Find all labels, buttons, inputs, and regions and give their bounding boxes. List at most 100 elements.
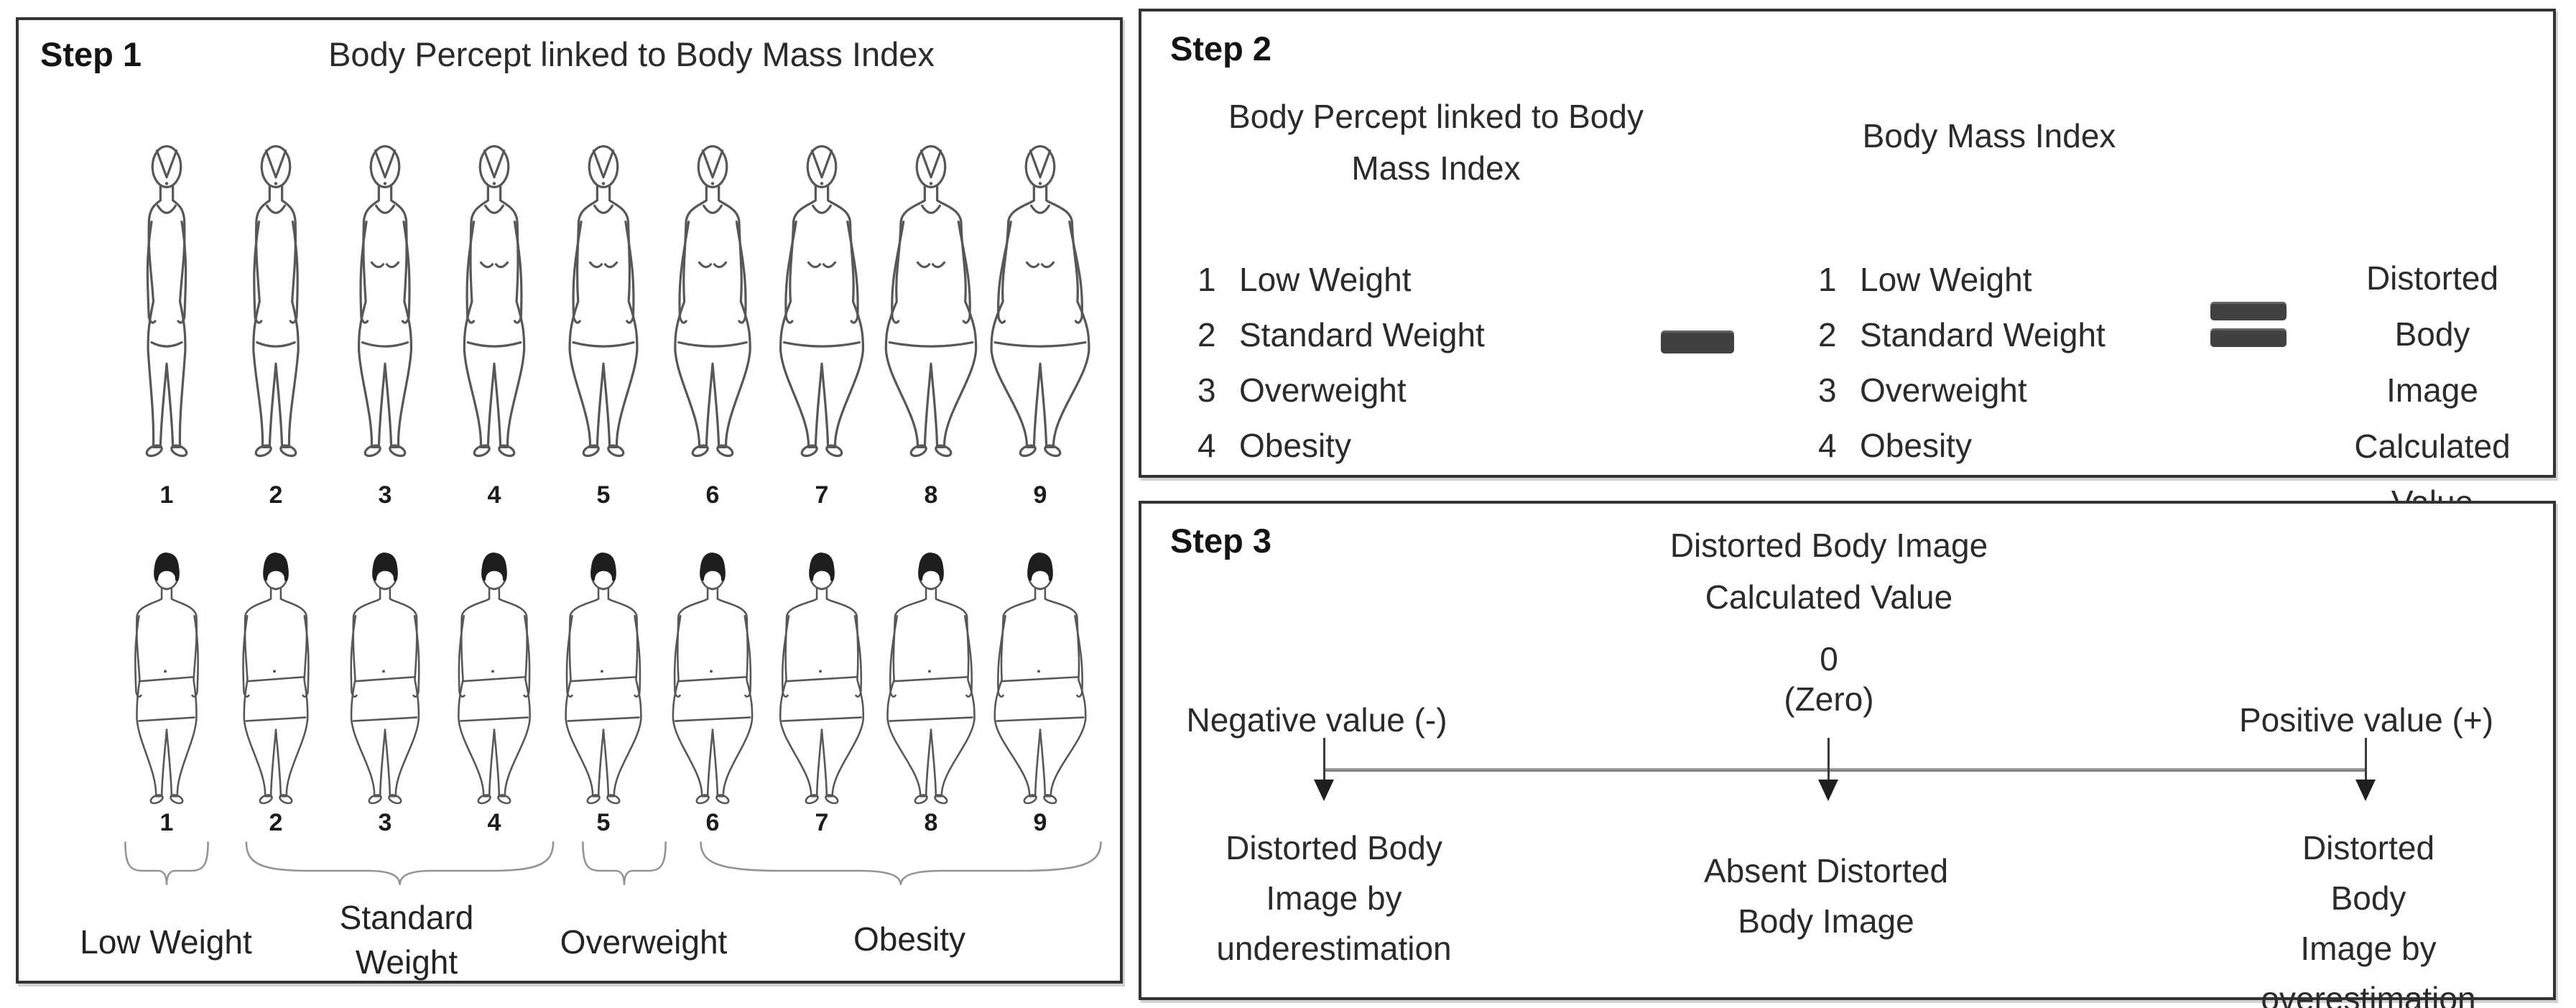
outcome-line: Distorted Body bbox=[1226, 829, 1442, 866]
figure-number: 5 bbox=[596, 481, 611, 509]
step1-title: Body Percept linked to Body Mass Index bbox=[328, 35, 935, 73]
panel-step3: Step 3 Distorted Body Image Calculated V… bbox=[1139, 501, 2556, 1008]
item-label: Overweight bbox=[1239, 371, 1407, 409]
item-number: 4 bbox=[1197, 427, 1216, 464]
group-label-obesity: Obesity bbox=[853, 920, 965, 958]
body-figure-female-7 bbox=[746, 131, 897, 472]
zero-value: 0 bbox=[1820, 640, 1838, 678]
panel-step1: Step 1 Body Percept linked to Body Mass … bbox=[16, 17, 1123, 984]
body-figure-female-8 bbox=[856, 131, 1006, 472]
figure-number: 5 bbox=[596, 809, 611, 836]
body-figure-male-5 bbox=[543, 543, 664, 817]
step3-title: Distorted Body Image Calculated Value bbox=[1670, 519, 1988, 623]
body-figure-male-8 bbox=[871, 543, 991, 817]
figure-number: 7 bbox=[815, 481, 829, 509]
item-label: Obesity bbox=[1860, 427, 1972, 464]
figure-number: 4 bbox=[487, 809, 501, 836]
list-item: 3 Overweight bbox=[1197, 363, 1485, 418]
body-figure-male-3 bbox=[325, 543, 445, 817]
outcome-underestimation: Distorted Body Image by underestimation bbox=[1216, 823, 1451, 974]
list-item: 4 Obesity bbox=[1818, 418, 2105, 473]
positive-value-label: Positive value (+) bbox=[2238, 701, 2494, 739]
item-label: Low Weight bbox=[1239, 261, 1412, 298]
figure-number: 1 bbox=[159, 809, 174, 836]
result-line: Distorted bbox=[2366, 259, 2499, 297]
figure-number: 2 bbox=[269, 481, 283, 509]
body-figure-female-3 bbox=[310, 131, 460, 472]
outcome-line: Image by bbox=[1266, 879, 1402, 917]
list-item: 2 Standard Weight bbox=[1197, 308, 1485, 363]
zero-value-block: 0 (Zero) bbox=[1784, 639, 1873, 719]
step2-left-column-title: Body Percept linked to Body Mass Index bbox=[1228, 98, 1644, 187]
figure-number: 9 bbox=[1033, 809, 1047, 836]
list-item: 2 Standard Weight bbox=[1818, 308, 2105, 363]
number-line bbox=[1324, 768, 2366, 772]
body-figure-female-4 bbox=[419, 131, 570, 472]
figure-number: 3 bbox=[378, 481, 392, 509]
item-number: 2 bbox=[1197, 316, 1216, 353]
step3-title-line: Distorted Body Image bbox=[1669, 527, 1988, 564]
group-brace-low-weight bbox=[124, 839, 210, 887]
item-number: 4 bbox=[1818, 427, 1837, 464]
step3-title-line: Calculated Value bbox=[1705, 578, 1953, 616]
figure-number: 8 bbox=[924, 809, 938, 836]
figure-number: 9 bbox=[1033, 481, 1047, 509]
body-figure-male-2 bbox=[216, 543, 336, 817]
figure-number: 1 bbox=[159, 481, 174, 509]
group-brace-standard-weight bbox=[240, 839, 560, 887]
item-label: Standard Weight bbox=[1239, 316, 1485, 353]
outcome-overestimation: Distorted Body Image by overestimation bbox=[2261, 823, 2475, 1008]
outcome-line: Image by bbox=[2300, 930, 2437, 967]
outcome-line: Body Image bbox=[1738, 902, 1914, 940]
body-figure-female-2 bbox=[200, 131, 351, 472]
outcome-line: underestimation bbox=[1216, 930, 1452, 967]
item-label: Standard Weight bbox=[1860, 316, 2105, 353]
group-label-standard-weight: Standard Weight bbox=[339, 899, 474, 981]
item-label: Overweight bbox=[1860, 371, 2027, 409]
item-number: 3 bbox=[1197, 371, 1216, 409]
result-line: Body Image bbox=[2386, 315, 2478, 409]
figure-number: 8 bbox=[924, 481, 938, 509]
result-line: Calculated bbox=[2354, 427, 2511, 465]
figure-number: 3 bbox=[378, 809, 392, 836]
step2-left-list: 1 Low Weight 2 Standard Weight 3 Overweight… bbox=[1197, 252, 1485, 473]
body-figure-male-6 bbox=[652, 543, 773, 817]
figure-number: 6 bbox=[705, 809, 720, 836]
item-label: Obesity bbox=[1239, 427, 1351, 464]
body-figure-male-4 bbox=[434, 543, 555, 817]
step3-label: Step 3 bbox=[1170, 522, 1272, 560]
item-number: 3 bbox=[1818, 371, 1837, 409]
minus-operator-icon bbox=[1661, 330, 1734, 353]
body-figure-male-1 bbox=[106, 543, 227, 817]
body-figure-female-5 bbox=[528, 131, 679, 472]
outcome-line: overestimation bbox=[2261, 980, 2476, 1008]
step1-label: Step 1 bbox=[40, 35, 142, 73]
figure-number: 7 bbox=[815, 809, 829, 836]
body-figure-female-9 bbox=[965, 131, 1116, 472]
step2-right-column-title: Body Mass Index bbox=[1862, 117, 2116, 154]
item-number: 1 bbox=[1818, 261, 1837, 298]
item-number: 2 bbox=[1818, 316, 1837, 353]
body-figure-female-1 bbox=[91, 131, 242, 472]
zero-label: (Zero) bbox=[1784, 680, 1874, 718]
group-brace-obesity bbox=[692, 839, 1109, 887]
outcome-absent: Absent Distorted Body Image bbox=[1704, 846, 1948, 946]
group-brace-overweight bbox=[581, 839, 667, 887]
outcome-line: Distorted Body bbox=[2302, 829, 2435, 917]
body-figure-male-9 bbox=[980, 543, 1101, 817]
body-figure-male-7 bbox=[761, 543, 882, 817]
list-item: 1 Low Weight bbox=[1197, 252, 1485, 308]
figure-number: 4 bbox=[487, 481, 501, 509]
group-label-low-weight: Low Weight bbox=[80, 923, 252, 961]
item-number: 1 bbox=[1197, 261, 1216, 298]
list-item: 3 Overweight bbox=[1818, 363, 2105, 418]
list-item: 4 Obesity bbox=[1197, 418, 1485, 473]
figure-number: 6 bbox=[705, 481, 720, 509]
panel-step2: Step 2 Body Percept linked to Body Mass … bbox=[1139, 9, 2556, 521]
step2-result: Distorted Body Image Calculated Value bbox=[2354, 250, 2510, 530]
group-label-overweight: Overweight bbox=[560, 923, 728, 961]
figure-number: 2 bbox=[269, 809, 283, 836]
